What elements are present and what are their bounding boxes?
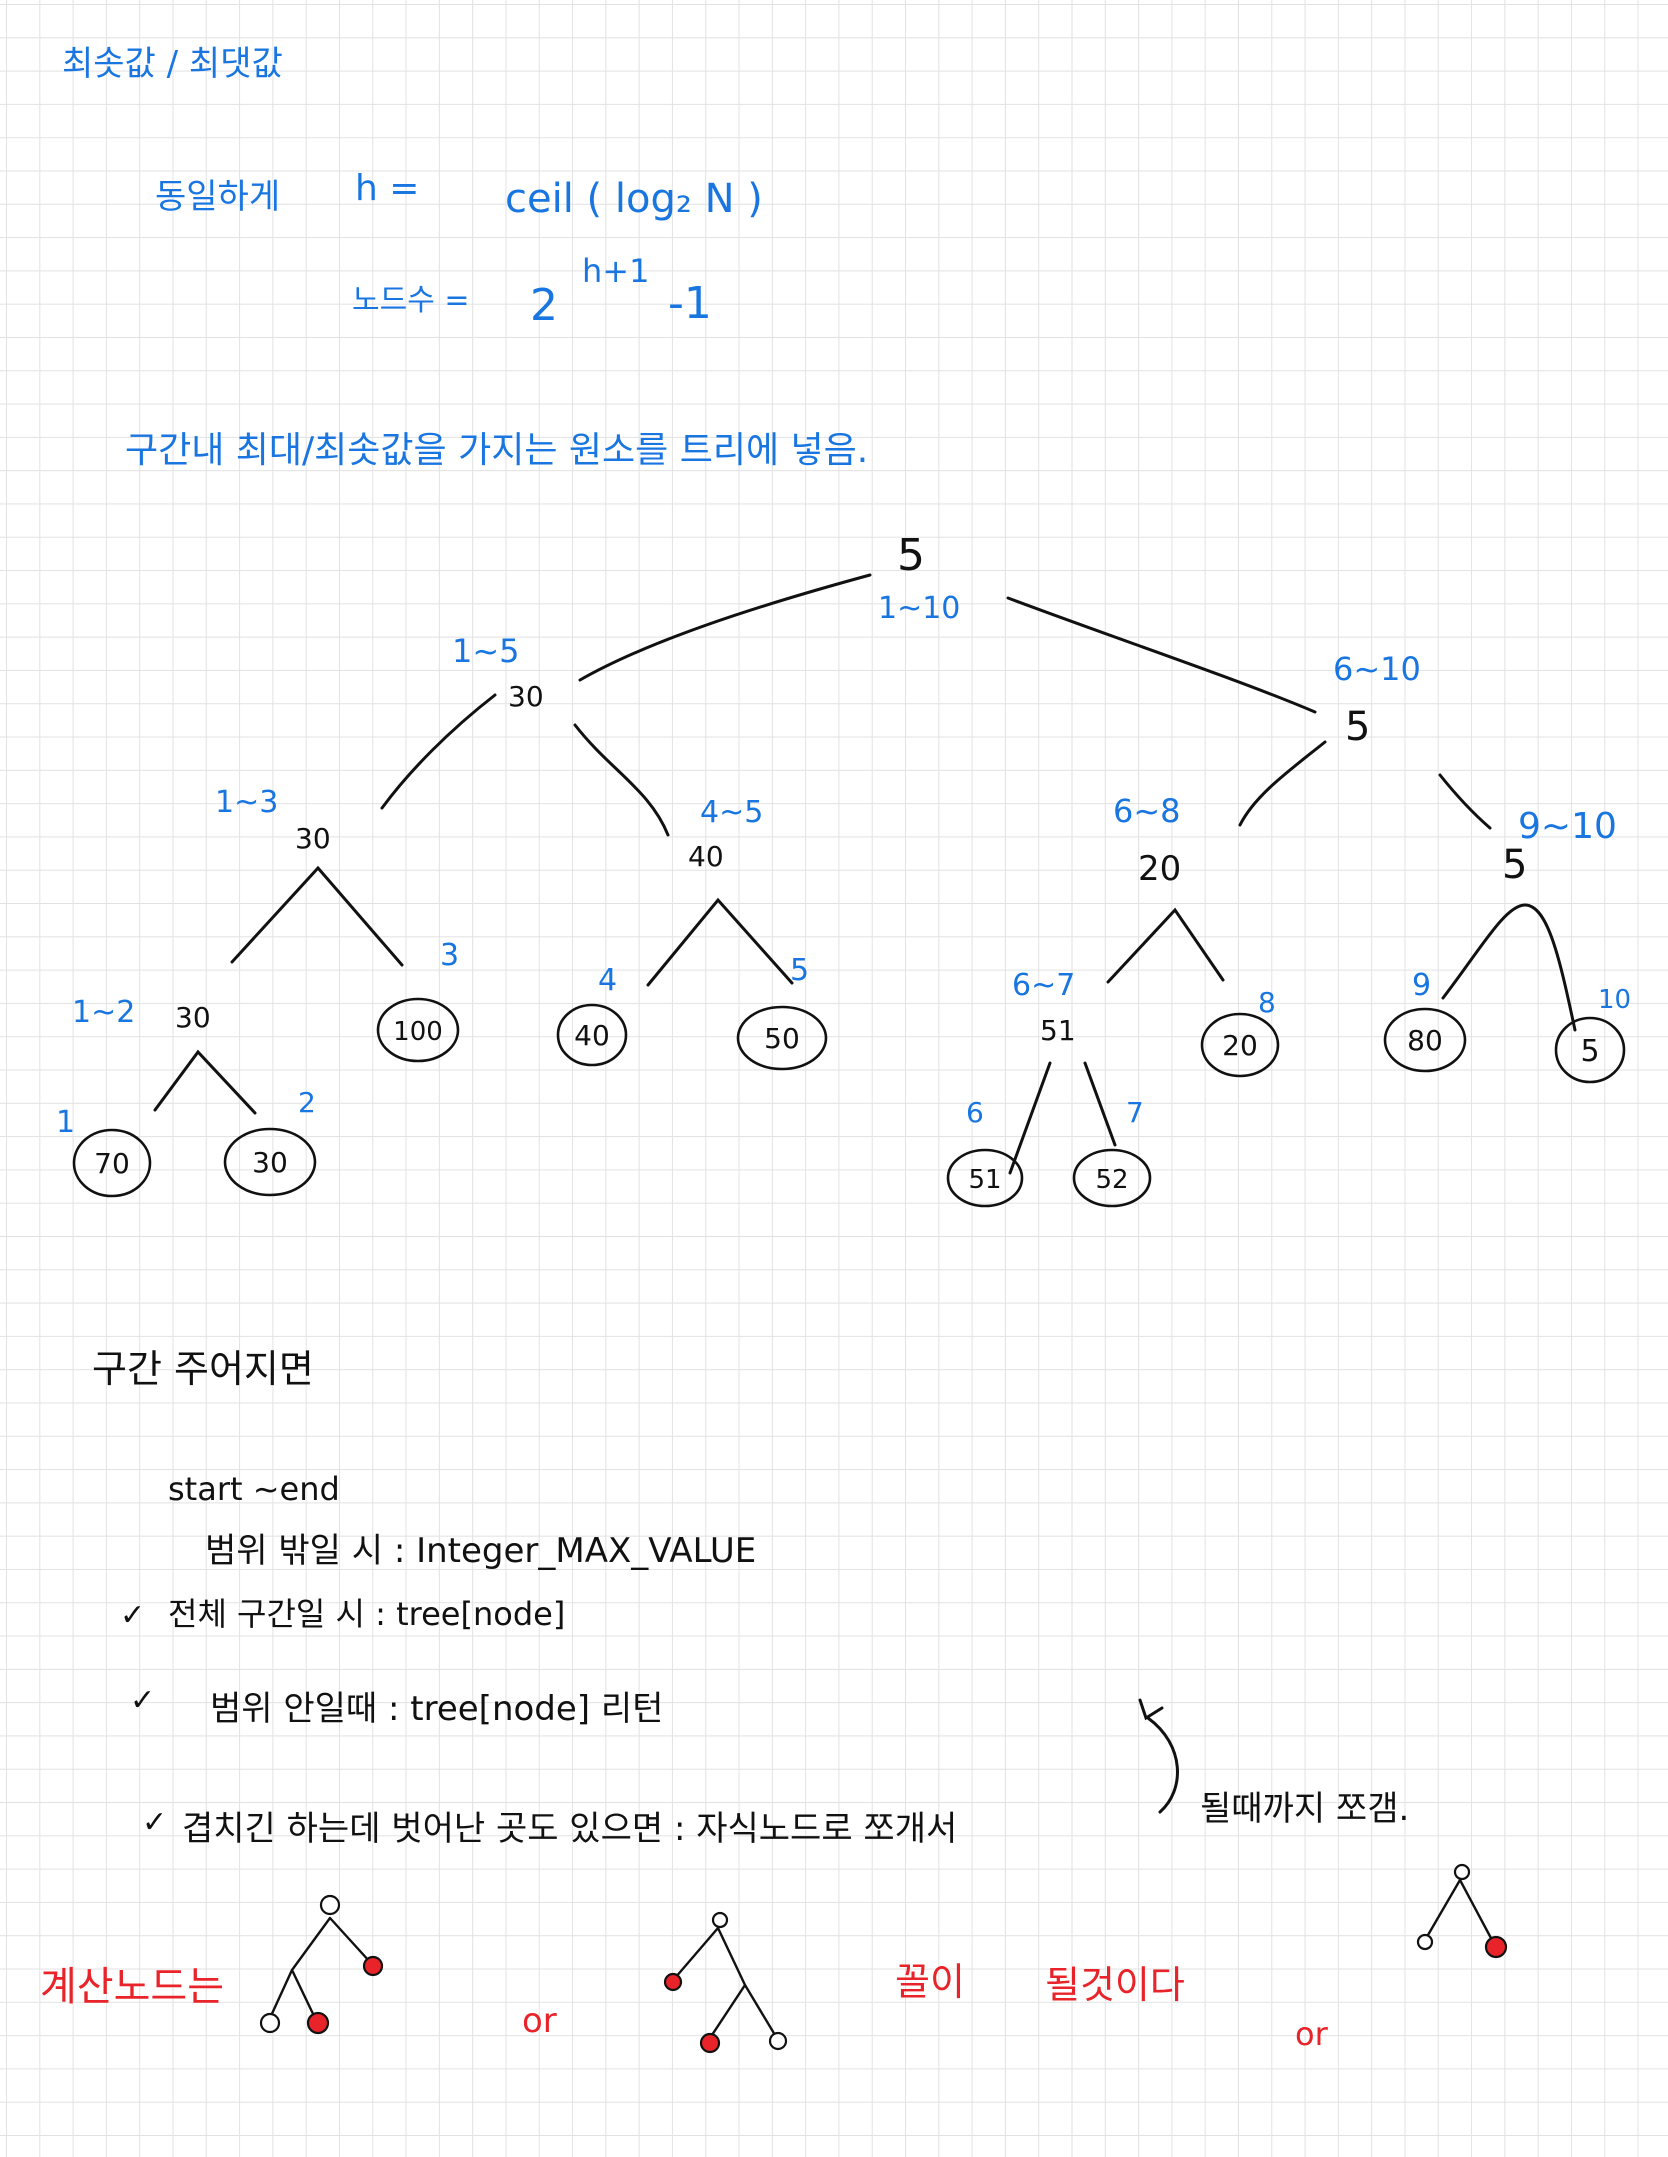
range-leaf-6: 6 bbox=[966, 1096, 984, 1129]
heading-text: 최솟값 / 최댓값 bbox=[62, 44, 283, 84]
range-leaf-9: 9 bbox=[1412, 968, 1431, 1003]
rule-check-4: ✓ bbox=[142, 1805, 167, 1840]
tree-edges bbox=[153, 573, 1577, 1175]
rule-text-1: 범위 밖일 시 : Integer_MAX_VALUE bbox=[205, 1531, 756, 1571]
leaf-circle-7 bbox=[1072, 1148, 1152, 1208]
node-9-10: 5 bbox=[1502, 842, 1527, 888]
rule-check-3: ✓ bbox=[130, 1683, 155, 1718]
leaf-value-9: 80 bbox=[1407, 1024, 1443, 1057]
loop-back-arrow bbox=[1146, 1716, 1179, 1814]
leaf-circle-6 bbox=[946, 1148, 1024, 1208]
range-leaf-7: 7 bbox=[1126, 1096, 1144, 1129]
leaf-value-5: 50 bbox=[764, 1022, 800, 1055]
range-4-5: 4~5 bbox=[700, 795, 763, 830]
leaf-circle-3 bbox=[376, 997, 460, 1063]
formula-nodes-exp: h+1 bbox=[582, 252, 649, 290]
node-6-10: 5 bbox=[1345, 704, 1370, 750]
edge-1-3-children bbox=[230, 865, 404, 967]
compute-label: 계산노드는 bbox=[40, 1964, 224, 2010]
or-text-2: or bbox=[1295, 2015, 1329, 2053]
leaf-value-4: 40 bbox=[574, 1019, 610, 1052]
edge-6-10-to-6-8 bbox=[1238, 740, 1327, 827]
leaf-value-10: 5 bbox=[1580, 1034, 1599, 1069]
or-text-1: or bbox=[522, 2001, 557, 2041]
pattern-b-diagram bbox=[663, 1911, 788, 2054]
description-text: 구간내 최대/최솟값을 가지는 원소를 트리에 넣음. bbox=[125, 430, 868, 471]
node-1-2: 30 bbox=[175, 1001, 211, 1034]
range-9-10: 9~10 bbox=[1518, 806, 1617, 847]
range-6-7: 6~7 bbox=[1012, 968, 1075, 1003]
rule-text-3: 범위 안일때 : tree[node] 리턴 bbox=[210, 1689, 663, 1729]
range-leaf-3: 3 bbox=[440, 938, 459, 973]
range-6-10: 6~10 bbox=[1333, 650, 1421, 688]
pattern-c-diagram bbox=[1416, 1863, 1508, 1959]
edge-4-5-children bbox=[646, 897, 794, 987]
leaf-value-3: 100 bbox=[393, 1017, 443, 1047]
range-1-5: 1~5 bbox=[452, 632, 520, 670]
leaf-circle-10 bbox=[1554, 1016, 1626, 1084]
conclusion-1: 꼴이 bbox=[895, 1960, 965, 2004]
edge-1-2-children bbox=[153, 1049, 257, 1115]
node-6-8: 20 bbox=[1138, 849, 1181, 889]
leaf-value-8: 20 bbox=[1222, 1029, 1258, 1062]
loop-note: 될때까지 쪼갬. bbox=[1200, 1789, 1409, 1829]
node-1-5: 30 bbox=[508, 680, 544, 713]
leaf-circle-2 bbox=[223, 1127, 317, 1197]
node-root: 5 bbox=[897, 530, 925, 581]
range-1-3: 1~3 bbox=[215, 785, 278, 820]
leaf-circle-8 bbox=[1200, 1012, 1280, 1078]
edge-6-10-to-9-10 bbox=[1438, 773, 1492, 830]
leaf-circle-4 bbox=[556, 1003, 628, 1067]
range-leaf-2: 2 bbox=[298, 1086, 316, 1119]
loop-back-arrowhead bbox=[1138, 1698, 1164, 1721]
rule-check-2: ✓ bbox=[120, 1598, 145, 1633]
rule-text-2: 전체 구간일 시 : tree[node] bbox=[168, 1595, 565, 1633]
range-leaf-5: 5 bbox=[790, 953, 809, 988]
leaf-value-2: 30 bbox=[252, 1146, 288, 1179]
edge-1-5-to-1-3 bbox=[380, 693, 497, 810]
edge-9-10-children bbox=[1441, 903, 1577, 1032]
range-leaf-8: 8 bbox=[1258, 986, 1276, 1019]
formula-nodes-rest: -1 bbox=[668, 278, 712, 329]
formula-nodes-label: 노드수 = bbox=[352, 283, 469, 318]
formula-nodes-base: 2 bbox=[530, 280, 558, 331]
pattern-a-diagram bbox=[259, 1894, 384, 2035]
edge-root-right bbox=[1006, 596, 1317, 714]
leaf-circle-5 bbox=[736, 1005, 828, 1071]
edge-6-7-right bbox=[1083, 1061, 1117, 1147]
rule-text-4: 겹치긴 하는데 벗어난 곳도 있으면 : 자식노드로 쪼개서 bbox=[182, 1809, 957, 1849]
formula-h-label: h = bbox=[355, 168, 419, 209]
leaf-value-1: 70 bbox=[94, 1147, 130, 1180]
range-1-2: 1~2 bbox=[72, 995, 135, 1030]
leaf-value-7: 52 bbox=[1095, 1165, 1128, 1195]
query-title: 구간 주어지면 bbox=[92, 1347, 314, 1391]
leaf-value-6: 51 bbox=[968, 1165, 1001, 1195]
node-6-7: 51 bbox=[1040, 1014, 1076, 1047]
formula-h-expr: ceil ( log₂ N ) bbox=[505, 176, 763, 222]
range-leaf-4: 4 bbox=[598, 963, 617, 998]
edge-6-7-left bbox=[1008, 1061, 1052, 1175]
range-root: 1~10 bbox=[878, 591, 960, 626]
edge-6-8-children bbox=[1106, 907, 1225, 984]
node-1-3: 30 bbox=[295, 822, 331, 855]
node-4-5: 40 bbox=[688, 840, 724, 873]
query-range-line: start ~end bbox=[168, 1470, 340, 1508]
range-leaf-1: 1 bbox=[56, 1105, 75, 1140]
leaf-circle-9 bbox=[1383, 1007, 1467, 1073]
range-leaf-10: 10 bbox=[1598, 985, 1631, 1015]
range-6-8: 6~8 bbox=[1113, 792, 1181, 830]
edge-root-left bbox=[578, 573, 872, 682]
formula-label: 동일하게 bbox=[155, 177, 280, 217]
conclusion-2: 될것이다 bbox=[1045, 1963, 1185, 2007]
edge-1-5-to-4-5 bbox=[573, 723, 670, 837]
leaf-circle-1 bbox=[72, 1128, 152, 1198]
